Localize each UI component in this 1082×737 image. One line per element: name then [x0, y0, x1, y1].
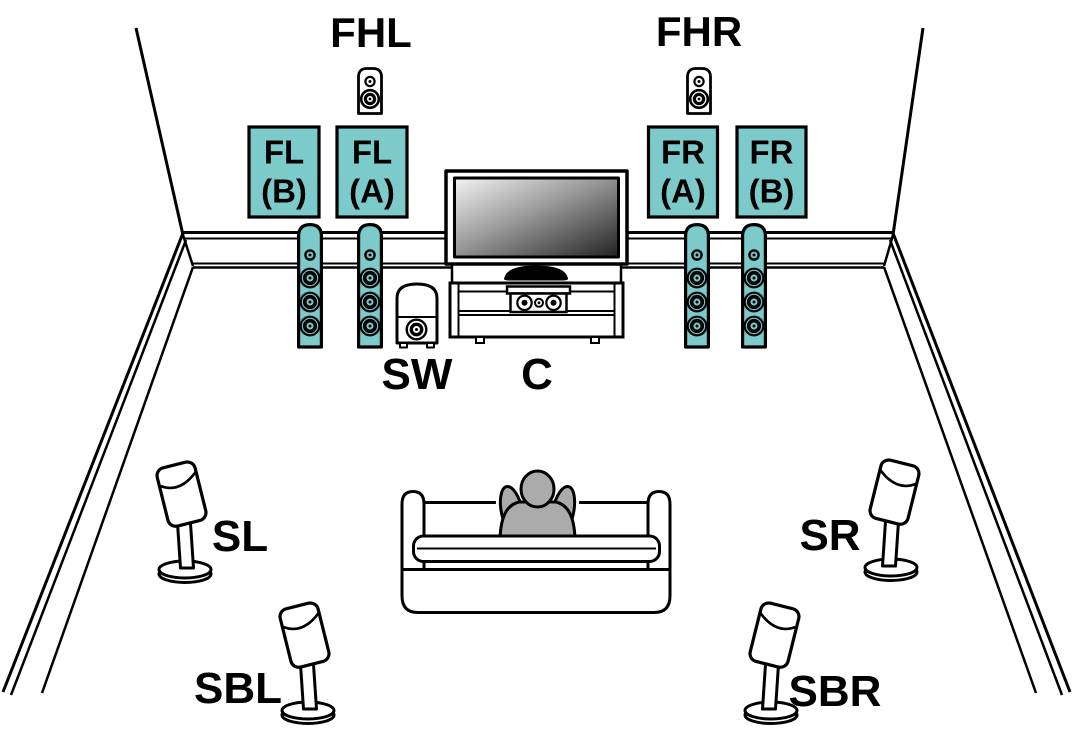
front-right-a-label-line2: (A)	[660, 173, 706, 210]
label-sw: SW	[382, 350, 453, 399]
front-right-b-tower-icon	[740, 222, 768, 349]
surround-right-speaker-icon	[863, 456, 923, 583]
label-sl: SL	[212, 512, 268, 561]
front-right-a-label-line1: FR	[661, 134, 705, 171]
front-right-b-label-line2: (B)	[749, 173, 795, 210]
front-right-b-box	[735, 125, 808, 219]
label-fhr: FHR	[656, 8, 742, 55]
front-left-a-box	[335, 125, 409, 219]
tv-pedestal	[504, 265, 568, 281]
tv-screen	[453, 176, 620, 259]
surround-left-speaker-icon	[153, 458, 213, 585]
label-sr: SR	[799, 511, 860, 560]
label-sbl: SBL	[194, 664, 282, 713]
subwoofer-icon	[395, 282, 439, 349]
listener-body	[498, 500, 577, 540]
label-fhl: FHL	[330, 9, 412, 56]
front-height-left-speaker-icon	[356, 66, 384, 116]
label-c: C	[521, 350, 553, 399]
front-left-b-box	[247, 125, 321, 219]
tv	[444, 169, 629, 285]
label-sbr: SBR	[789, 667, 882, 716]
channel-labels: FHL FHR SW C SL SR SBL SBR	[194, 8, 881, 716]
rack-foot-left	[475, 336, 485, 344]
front-left-b-tower-icon	[296, 222, 324, 349]
front-left-a-label-line1: FL	[352, 134, 392, 171]
wall-corner-left-line	[134, 27, 185, 236]
front-right-b-label-line1: FR	[750, 134, 794, 171]
surround-back-left-speaker-icon	[276, 599, 336, 726]
listener	[495, 466, 580, 543]
center-speaker-icon	[505, 285, 572, 314]
front-left-a-label-line2: (A)	[349, 173, 395, 210]
front-left-a-tower-icon	[356, 222, 384, 349]
front-left-b-label-line2: (B)	[261, 173, 307, 210]
front-right-a-tower-icon	[683, 222, 711, 349]
rack-foot-right	[590, 336, 600, 344]
front-height-right-speaker-icon	[685, 66, 713, 116]
sofa-front	[400, 490, 672, 614]
sofa-base	[400, 568, 672, 614]
wall-corner-right-line	[891, 27, 925, 236]
front-right-a-box	[646, 125, 720, 219]
listener-head	[519, 469, 556, 509]
front-channel-boxes: FL (B) FL (A) FR (A) FR (B)	[247, 125, 808, 219]
front-left-b-label-line1: FL	[264, 134, 304, 171]
